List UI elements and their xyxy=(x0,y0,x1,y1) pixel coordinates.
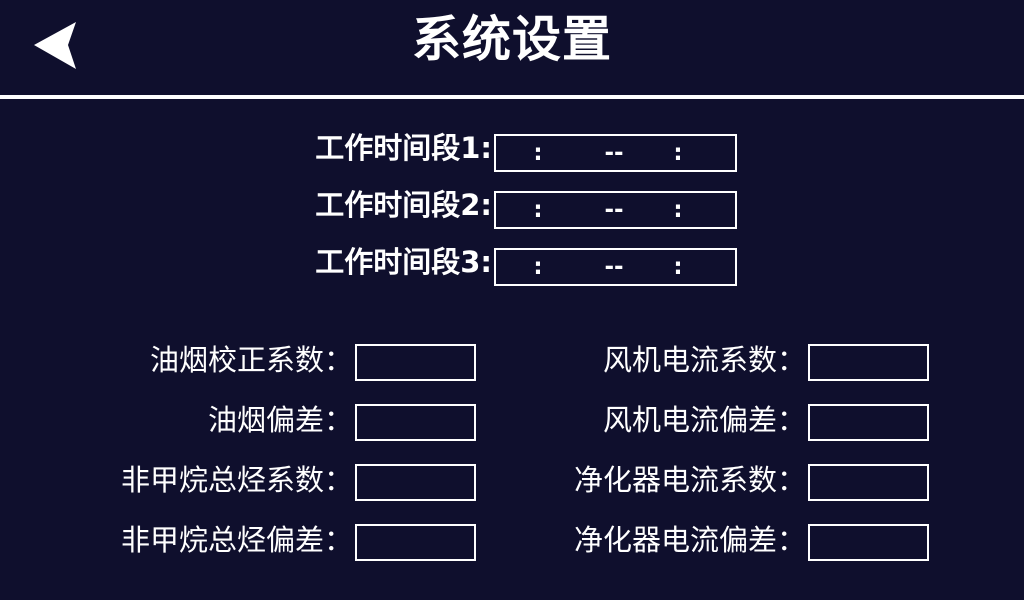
nmhc-factor-input[interactable] xyxy=(355,464,476,501)
time-range-separator: -- xyxy=(604,197,624,223)
coefficient-grid: 油烟校正系数： 风机电流系数： 油烟偏差： 风机电流偏差： 非甲烷总烃系数： xyxy=(0,338,1024,578)
nmhc-offset-label: 非甲烷总烃偏差： xyxy=(120,523,353,557)
oil-fume-offset-input[interactable] xyxy=(355,404,476,441)
purifier-current-factor-label: 净化器电流系数： xyxy=(573,463,806,497)
fan-current-offset-input[interactable] xyxy=(808,404,929,441)
coefficient-row: 油烟校正系数： 风机电流系数： xyxy=(0,338,1024,398)
work-time-period-1-input[interactable]: : -- : xyxy=(494,134,737,172)
time-range-separator: -- xyxy=(604,254,624,280)
work-time-period-3-label: 工作时间段3: xyxy=(315,245,492,279)
end-time-separator: : xyxy=(673,140,683,166)
coefficient-row: 非甲烷总烃系数： 净化器电流系数： xyxy=(0,458,1024,518)
fan-current-offset-field: 风机电流偏差： xyxy=(455,398,1024,458)
page-title: 系统设置 xyxy=(411,11,612,68)
work-time-period-row: 工作时间段3: : -- : xyxy=(0,242,1024,299)
nmhc-offset-input[interactable] xyxy=(355,524,476,561)
start-time-separator: : xyxy=(533,254,543,280)
back-button[interactable] xyxy=(14,10,90,82)
start-time-separator: : xyxy=(533,140,543,166)
work-time-period-2-label: 工作时间段2: xyxy=(315,188,492,222)
nmhc-factor-field: 非甲烷总烃系数： xyxy=(0,458,500,518)
header-bar: 系统设置 xyxy=(0,0,1024,99)
start-time-separator: : xyxy=(533,197,543,223)
work-time-period-row: 工作时间段2: : -- : xyxy=(0,185,1024,242)
nmhc-factor-label: 非甲烷总烃系数： xyxy=(120,463,353,497)
header-divider xyxy=(0,95,1024,99)
work-time-period-3-input[interactable]: : -- : xyxy=(494,248,737,286)
work-time-period-1-label: 工作时间段1: xyxy=(315,131,492,165)
work-time-periods-section: 工作时间段1: : -- : 工作时间段2: : -- : 工作时间段3: xyxy=(0,128,1024,299)
oil-fume-offset-field: 油烟偏差： xyxy=(0,398,500,458)
fan-current-offset-label: 风机电流偏差： xyxy=(602,403,806,437)
coefficient-row: 油烟偏差： 风机电流偏差： xyxy=(0,398,1024,458)
oil-fume-correction-factor-label: 油烟校正系数： xyxy=(149,343,353,377)
time-value: : -- : xyxy=(496,193,735,227)
coefficient-row: 非甲烷总烃偏差： 净化器电流偏差： xyxy=(0,518,1024,578)
fan-current-factor-field: 风机电流系数： xyxy=(455,338,1024,398)
fan-current-factor-label: 风机电流系数： xyxy=(602,343,806,377)
end-time-separator: : xyxy=(673,254,683,280)
oil-fume-correction-factor-field: 油烟校正系数： xyxy=(0,338,500,398)
work-time-period-row: 工作时间段1: : -- : xyxy=(0,128,1024,185)
back-arrow-icon xyxy=(22,19,82,73)
time-range-separator: -- xyxy=(604,140,624,166)
end-time-separator: : xyxy=(673,197,683,223)
nmhc-offset-field: 非甲烷总烃偏差： xyxy=(0,518,500,578)
time-value: : -- : xyxy=(496,250,735,284)
purifier-current-offset-input[interactable] xyxy=(808,524,929,561)
oil-fume-correction-factor-input[interactable] xyxy=(355,344,476,381)
purifier-current-factor-input[interactable] xyxy=(808,464,929,501)
time-value: : -- : xyxy=(496,136,735,170)
purifier-current-offset-label: 净化器电流偏差： xyxy=(573,523,806,557)
oil-fume-offset-label: 油烟偏差： xyxy=(207,403,353,437)
purifier-current-factor-field: 净化器电流系数： xyxy=(455,458,1024,518)
fan-current-factor-input[interactable] xyxy=(808,344,929,381)
work-time-period-2-input[interactable]: : -- : xyxy=(494,191,737,229)
purifier-current-offset-field: 净化器电流偏差： xyxy=(455,518,1024,578)
